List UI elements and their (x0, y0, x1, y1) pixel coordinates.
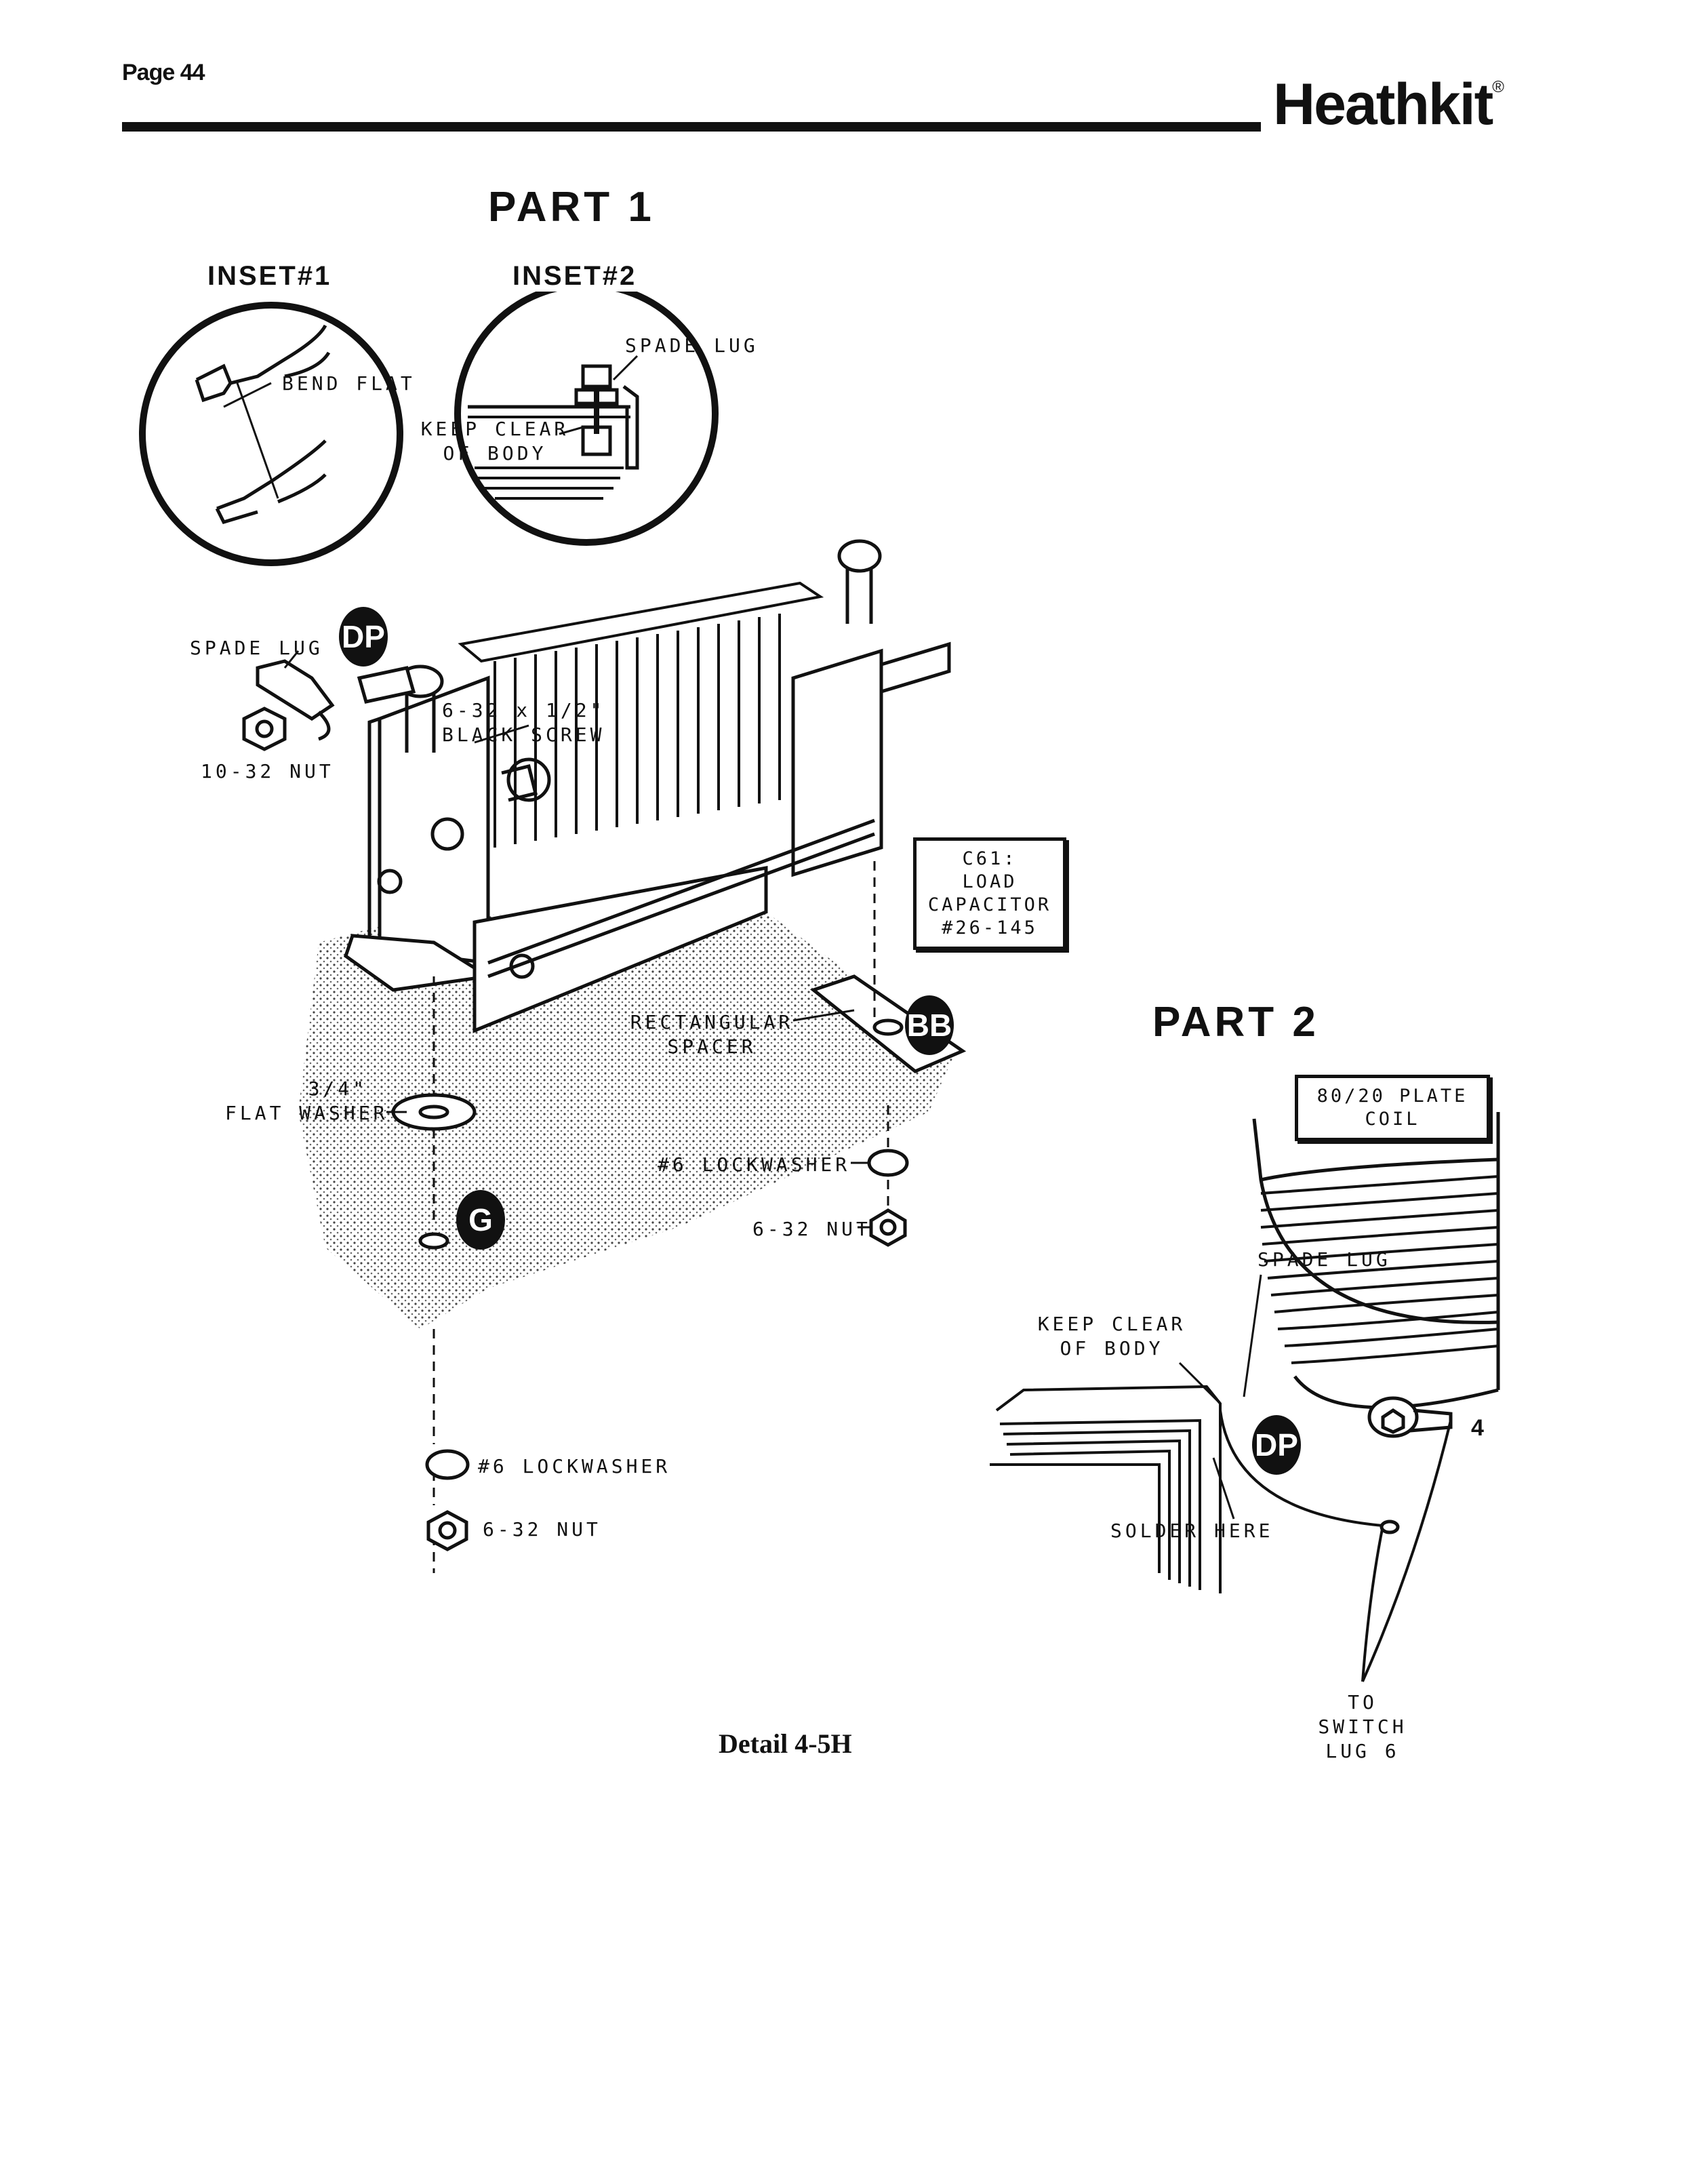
solder-here-label: SOLDER HERE (1110, 1520, 1274, 1542)
washer-label: 3/4" FLAT WASHER (225, 1077, 388, 1124)
figure-caption: Detail 4-5H (719, 1728, 852, 1759)
dp-badge: DP (339, 607, 388, 667)
part2-dp-badge: DP (1252, 1415, 1301, 1475)
inset2-keep-clear-label: KEEP CLEAR OF BODY (420, 418, 569, 464)
leader-lines-part1 (283, 650, 871, 1229)
g-badge: G (456, 1190, 505, 1250)
registered-mark: ® (1492, 78, 1504, 96)
brand-name: Heathkit (1273, 72, 1493, 137)
nut-10-32-label: 10-32 NUT (201, 760, 334, 782)
header-rule (122, 122, 1261, 132)
brand-logo: Heathkit® (1273, 71, 1504, 138)
part1-title: PART 1 (488, 184, 655, 231)
inset2-circle (454, 281, 719, 546)
part2-keep-clear-label: KEEP CLEAR OF BODY (1037, 1313, 1186, 1359)
bb-badge: BB (905, 995, 954, 1055)
lug-number-label: 4 (1471, 1415, 1484, 1441)
lockwasher-1-label: #6 LOCKWASHER (658, 1153, 851, 1176)
lockwasher-2-label: #6 LOCKWASHER (478, 1455, 671, 1477)
coil-drawing (990, 1112, 1500, 1682)
to-switch-label: TO SWITCH LUG 6 (1318, 1691, 1407, 1762)
part2-spade-lug-label: SPADE LUG (1258, 1248, 1391, 1271)
hardware-parts (391, 1018, 909, 1551)
inset1-title: INSET#1 (203, 261, 336, 292)
spacer-label: RECTANGULAR SPACER (630, 1011, 794, 1058)
spade-lug-label: SPADE LUG (190, 637, 323, 659)
inset2-spade-lug-label: SPADE LUG (625, 334, 759, 357)
assembly-lines (432, 861, 889, 1573)
part2-title: PART 2 (1152, 999, 1319, 1046)
leader-lines-part2 (1178, 1274, 1262, 1520)
bend-flat-label: BEND FLAT (282, 372, 416, 395)
inset2-title: INSET#2 (508, 261, 641, 292)
coil-label-box: 80/20 PLATE COIL (1295, 1075, 1490, 1141)
capacitor-drawing (242, 539, 967, 1073)
nut-2-label: 6-32 NUT (483, 1518, 601, 1541)
inset1-circle (139, 302, 403, 566)
capacitor-label-box: C61: LOAD CAPACITOR #26-145 (913, 837, 1066, 950)
nut-1-label: 6-32 NUT (752, 1218, 871, 1240)
page-number: Page 44 (122, 60, 205, 85)
screw-label: 6-32 x 1/2" BLACK SCREW (442, 699, 605, 746)
